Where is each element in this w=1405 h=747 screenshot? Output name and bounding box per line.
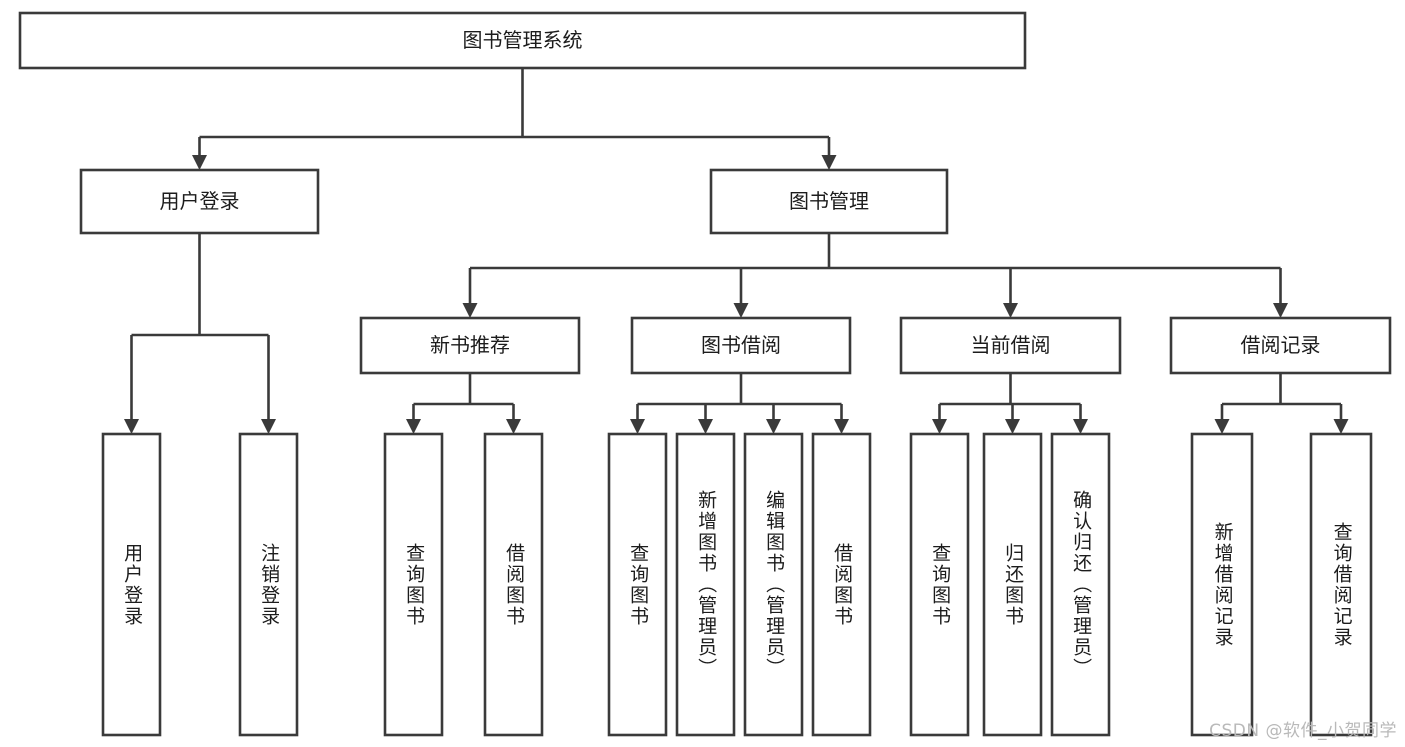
node-level2-3[interactable] (1169, 316, 1392, 375)
arrow-head-icon (1273, 303, 1288, 318)
node-leaf-7[interactable] (811, 432, 872, 737)
node-label: 图书管理系统 (463, 28, 583, 52)
node-leaf-2[interactable] (383, 432, 444, 737)
node-label: 图书管理 (789, 189, 869, 213)
node-leaf-6[interactable] (743, 432, 804, 737)
arrow-head-icon (1073, 419, 1088, 434)
node-level2-2[interactable] (899, 316, 1122, 375)
node-label: 当前借阅 (971, 333, 1051, 357)
arrow-head-icon (821, 155, 837, 170)
arrow-head-icon (932, 419, 947, 434)
arrow-head-icon (261, 419, 276, 434)
arrow-head-icon (766, 419, 781, 434)
node-level2-1[interactable] (630, 316, 852, 375)
connector-layer (124, 68, 1349, 434)
arrow-head-icon (192, 155, 207, 170)
node-leaf-1[interactable] (238, 432, 299, 737)
node-leaf-9[interactable] (982, 432, 1043, 737)
arrow-head-icon (462, 303, 478, 318)
node-leaf-11[interactable] (1190, 432, 1254, 737)
arrow-head-icon (698, 419, 713, 434)
arrow-head-icon (1333, 419, 1349, 434)
arrow-head-icon (733, 303, 749, 318)
node-leaf-12[interactable] (1309, 432, 1373, 737)
arrow-head-icon (630, 419, 645, 434)
node-level1-1[interactable] (709, 168, 949, 235)
arrow-head-icon (1214, 419, 1230, 434)
node-leaf-0[interactable] (101, 432, 162, 737)
node-leaf-4[interactable] (607, 432, 668, 737)
node-leaf-3[interactable] (483, 432, 544, 737)
node-label: 图书借阅 (701, 333, 781, 357)
node-label: 用户登录 (160, 189, 240, 213)
node-root[interactable] (18, 11, 1027, 70)
watermark: CSDN @软件_小贺同学 (1209, 721, 1397, 741)
arrow-head-icon (124, 419, 139, 434)
box-layer (18, 11, 1392, 737)
arrow-head-icon (406, 419, 421, 434)
arrow-head-icon (834, 419, 849, 434)
arrow-head-icon (1005, 419, 1020, 434)
node-level2-0[interactable] (359, 316, 581, 375)
arrow-head-icon (506, 419, 521, 434)
arrow-head-icon (1003, 303, 1018, 318)
node-label: 借阅记录 (1241, 333, 1321, 357)
node-leaf-8[interactable] (909, 432, 970, 737)
node-leaf-5[interactable] (675, 432, 736, 737)
node-label: 新书推荐 (430, 333, 510, 357)
node-leaf-10[interactable] (1050, 432, 1111, 737)
node-level1-0[interactable] (79, 168, 320, 235)
